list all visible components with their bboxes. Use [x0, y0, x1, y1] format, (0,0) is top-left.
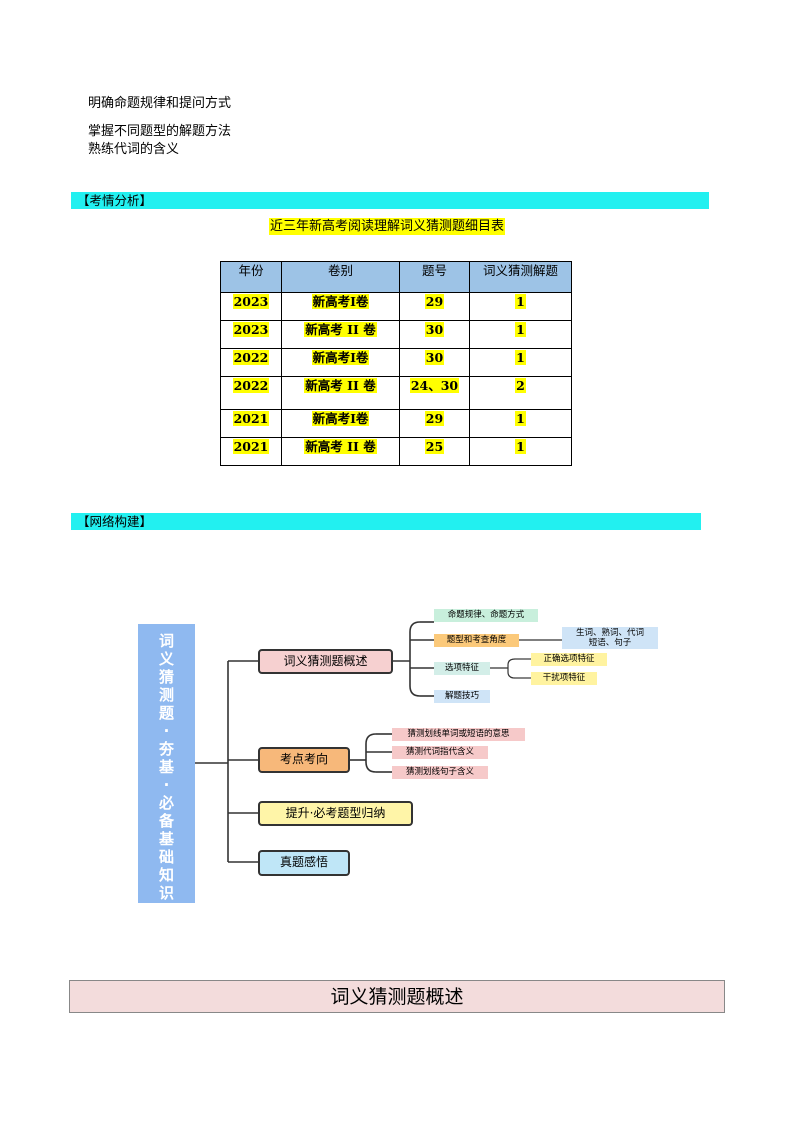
goal-1: 明确命题规律和提问方式	[88, 96, 232, 111]
leaf-rule: 命题规律、命题方式	[434, 609, 538, 622]
table-cell: 新高考 II 卷	[304, 378, 377, 393]
table-cell: 29	[424, 294, 445, 309]
table-header-row: 年份 卷别 题号 词义猜测解题	[220, 261, 572, 293]
table-cell: 新高考I卷	[311, 411, 370, 426]
table-cell: 1	[515, 294, 526, 309]
table-row: 2021 新高考I卷 29 1	[220, 409, 572, 438]
table-header: 卷别	[281, 261, 400, 293]
table-cell: 25	[424, 439, 445, 454]
section-title-network: 【网络构建】	[77, 514, 153, 529]
table-row: 2023 新高考I卷 29 1	[220, 292, 572, 321]
section-bar-network: 【网络构建】	[71, 513, 701, 530]
branch-focus: 考点考向	[258, 747, 350, 773]
leaf-angle-line: 生词、熟词、代词	[575, 628, 644, 638]
table-cell: 新高考I卷	[311, 350, 370, 365]
leaf-skills: 解题技巧	[434, 690, 490, 703]
branch-improve: 提升·必考题型归纳	[258, 801, 413, 826]
table-cell: 1	[515, 350, 526, 365]
root-char: 词	[158, 632, 174, 650]
table-cell: 2022	[232, 350, 270, 365]
table-header: 词义猜测解题	[469, 261, 572, 293]
table-cell: 2021	[232, 411, 270, 426]
root-char: ·	[163, 722, 170, 740]
leaf-guess-sentence: 猜测划线句子含义	[392, 766, 488, 779]
table-cell: 30	[424, 322, 445, 337]
leaf-angle-line: 短语、句子	[588, 638, 632, 648]
root-char: 知	[158, 866, 174, 884]
leaf-distractor: 干扰项特征	[531, 672, 597, 685]
table-cell: 1	[515, 411, 526, 426]
leaf-guess-pronoun: 猜测代词指代含义	[392, 746, 488, 759]
branch-real: 真题感悟	[258, 850, 350, 876]
root-char: 必	[158, 794, 174, 812]
root-char: 础	[158, 848, 174, 866]
root-char: ·	[163, 776, 170, 794]
section-heading-overview: 词义猜测题概述	[69, 980, 725, 1013]
exam-table: 年份 卷别 题号 词义猜测解题 2023 新高考I卷 29 1 2023 新高考…	[220, 261, 572, 466]
root-char: 测	[158, 686, 174, 704]
root-char: 义	[158, 650, 174, 668]
table-title: 近三年新高考阅读理解词义猜测题细目表	[269, 218, 506, 235]
table-cell: 2023	[232, 294, 270, 309]
root-char: 基	[158, 758, 174, 776]
root-char: 识	[158, 884, 174, 902]
root-char: 基	[158, 830, 174, 848]
mindmap-root: 词 义 猜 测 题 · 夯 基 · 必 备 基 础 知 识 梳 理	[138, 624, 195, 938]
section-title-analysis: 【考情分析】	[77, 193, 153, 208]
table-header: 年份	[220, 261, 282, 293]
leaf-options: 选项特征	[434, 662, 490, 675]
table-cell: 1	[515, 439, 526, 454]
table-cell: 新高考 II 卷	[304, 439, 377, 454]
root-char: 梳	[158, 902, 174, 920]
leaf-angle-types: 生词、熟词、代词 短语、句子	[562, 627, 658, 649]
branch-overview: 词义猜测题概述	[258, 649, 393, 674]
table-cell: 新高考I卷	[311, 294, 370, 309]
table-row: 2022 新高考 II 卷 24、30 2	[220, 376, 572, 410]
goal-2: 掌握不同题型的解题方法	[88, 124, 232, 139]
table-cell: 2023	[232, 322, 270, 337]
root-char: 理	[158, 920, 174, 938]
table-cell: 24、30	[409, 378, 460, 393]
table-header: 题号	[399, 261, 470, 293]
goal-3: 熟练代词的含义	[88, 142, 180, 157]
table-cell: 30	[424, 350, 445, 365]
root-char: 夯	[158, 740, 174, 758]
table-row: 2021 新高考 II 卷 25 1	[220, 437, 572, 466]
table-cell: 2	[515, 378, 526, 393]
table-cell: 2022	[232, 378, 270, 393]
leaf-angle: 题型和考查角度	[434, 634, 519, 647]
table-row: 2023 新高考 II 卷 30 1	[220, 320, 572, 349]
table-cell: 1	[515, 322, 526, 337]
root-char: 题	[158, 704, 174, 722]
table-cell: 29	[424, 411, 445, 426]
root-char: 备	[158, 812, 174, 830]
leaf-guess-word: 猜测划线单词或短语的意思	[392, 728, 525, 741]
table-cell: 2021	[232, 439, 270, 454]
table-cell: 新高考 II 卷	[304, 322, 377, 337]
section-bar-analysis: 【考情分析】	[71, 192, 709, 209]
root-char: 猜	[158, 668, 174, 686]
leaf-correct-option: 正确选项特征	[531, 653, 607, 666]
table-row: 2022 新高考I卷 30 1	[220, 348, 572, 377]
